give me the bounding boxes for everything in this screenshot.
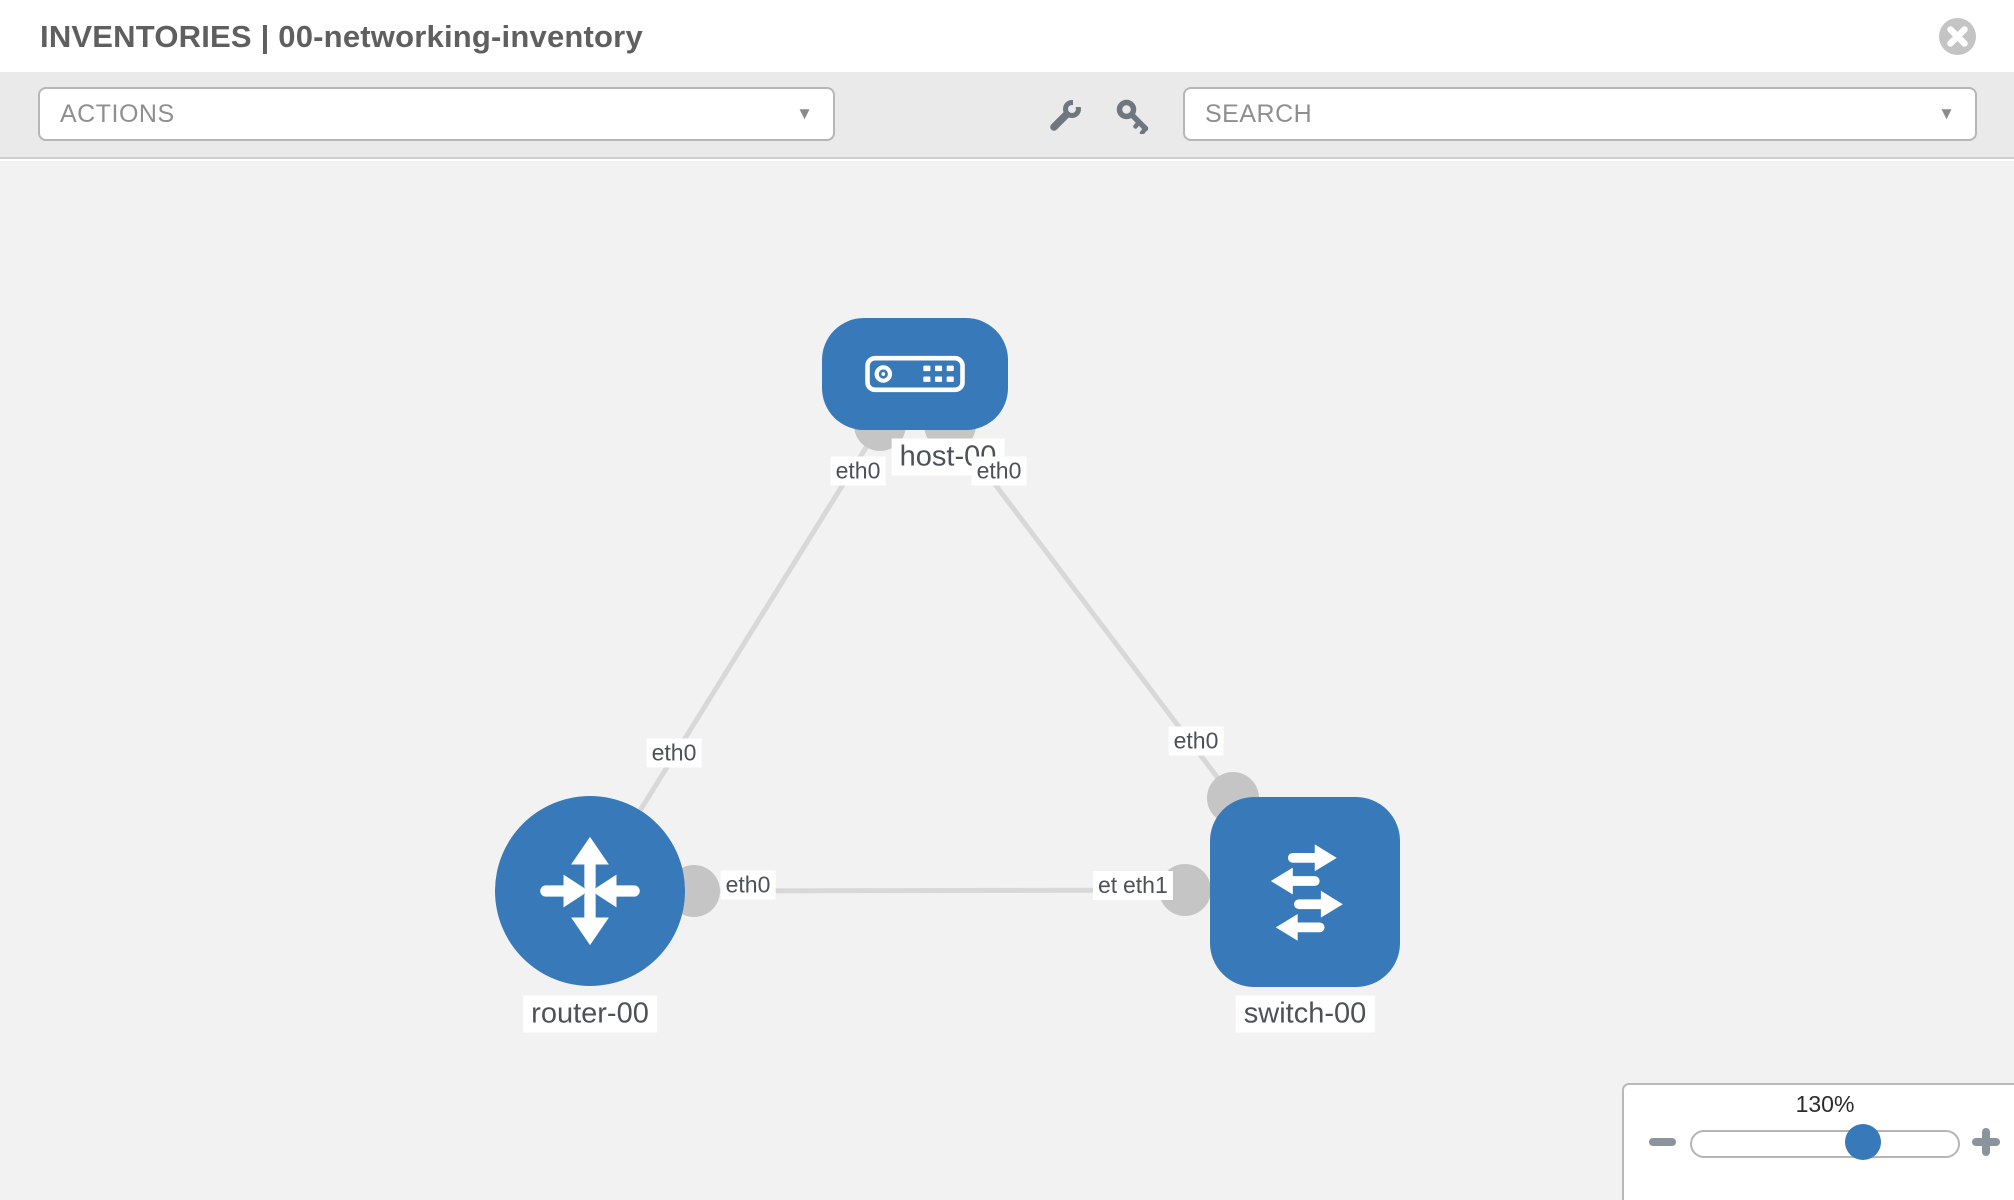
node-label-router: router-00 bbox=[523, 995, 657, 1033]
page-title: INVENTORIES | 00-networking-inventory bbox=[40, 19, 643, 54]
credentials-button[interactable] bbox=[1115, 98, 1151, 136]
actions-dropdown[interactable]: ACTIONS ▼ bbox=[38, 87, 835, 141]
caret-down-icon: ▼ bbox=[1938, 104, 1955, 123]
node-label-switch: switch-00 bbox=[1235, 995, 1375, 1033]
close-button[interactable] bbox=[1938, 17, 1977, 56]
wrench-icon bbox=[1050, 96, 1084, 131]
header: INVENTORIES | 00-networking-inventory bbox=[0, 0, 2014, 72]
iface-label-host-to-router: eth0 bbox=[830, 456, 886, 486]
iface-label-host-to-switch: eth0 bbox=[971, 456, 1027, 486]
zoom-out-button[interactable] bbox=[1649, 1138, 1676, 1146]
iface-label-switch-from-host: eth0 bbox=[1168, 726, 1224, 756]
iface-label-switch-mid-over: eth1 bbox=[1118, 871, 1173, 900]
toolbar: ACTIONS ▼ SEARCH ▼ bbox=[0, 72, 2014, 159]
close-icon bbox=[1939, 18, 1976, 55]
actions-label: ACTIONS bbox=[60, 99, 175, 128]
zoom-panel: 130% bbox=[1622, 1083, 2014, 1200]
node-switch[interactable] bbox=[1210, 797, 1400, 987]
router-icon bbox=[540, 836, 640, 946]
node-host[interactable] bbox=[822, 318, 1008, 430]
switch-icon bbox=[1270, 844, 1343, 941]
host-icon bbox=[865, 355, 965, 393]
links-layer bbox=[587, 399, 1259, 917]
zoom-in-button[interactable] bbox=[1972, 1128, 2000, 1156]
zoom-slider-track[interactable] bbox=[1690, 1130, 1960, 1158]
zoom-slider-thumb[interactable] bbox=[1845, 1124, 1881, 1160]
caret-down-icon: ▼ bbox=[796, 104, 813, 123]
plus-icon bbox=[1982, 1128, 1990, 1156]
iface-label-router-to-switch: eth0 bbox=[720, 870, 776, 900]
search-label: SEARCH bbox=[1205, 99, 1313, 128]
node-router[interactable] bbox=[495, 796, 685, 986]
configure-tools-button[interactable] bbox=[1047, 96, 1084, 134]
zoom-value: 130% bbox=[1795, 1091, 1855, 1117]
key-icon bbox=[1116, 99, 1149, 136]
topology-canvas[interactable]: host-00 router-00 switch-00 eth0 eth0 et… bbox=[0, 161, 2014, 1200]
search-dropdown[interactable]: SEARCH ▼ bbox=[1183, 87, 1977, 141]
iface-label-router-from-host: eth0 bbox=[646, 738, 702, 768]
